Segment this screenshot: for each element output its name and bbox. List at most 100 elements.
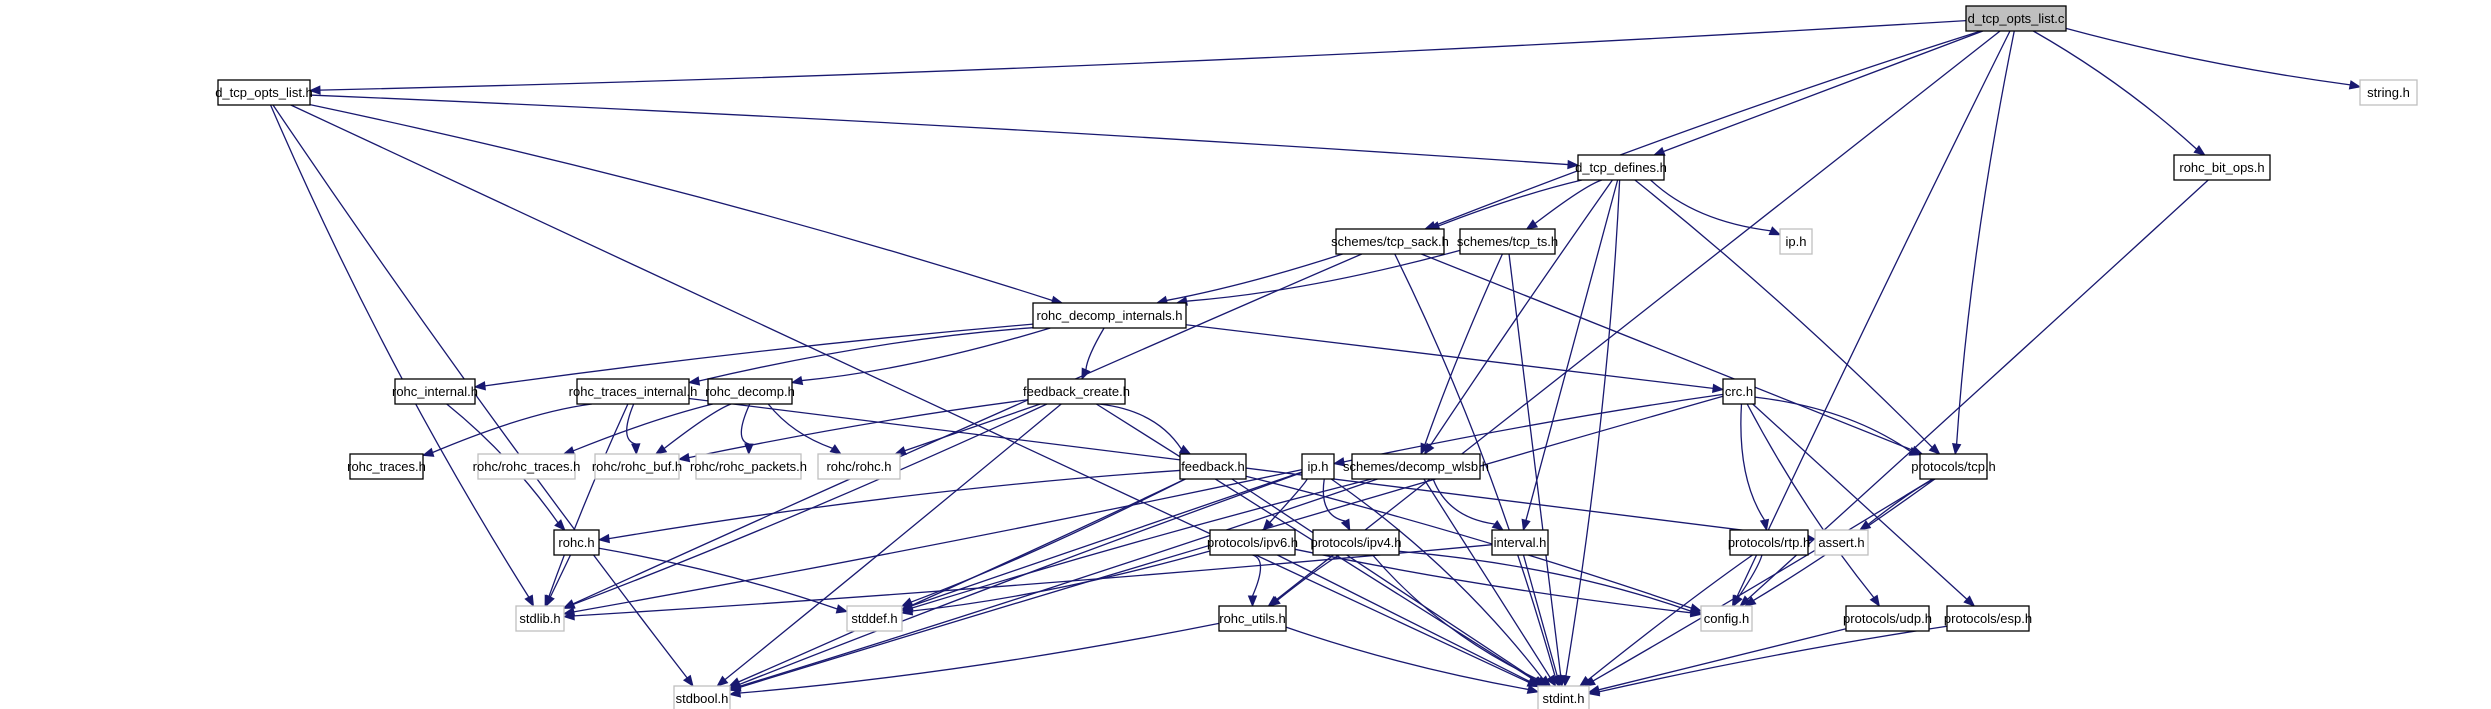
edge-decint_h-to-rint_h [484, 323, 1034, 387]
node-utils-h[interactable]: rohc_utils.h [1218, 605, 1287, 632]
node-label: protocols/ipv4.h [1310, 535, 1401, 550]
edge-crc_h-to-tcp_h [1754, 396, 1911, 453]
edge-fbc_h-to-stdbool_h [724, 403, 1062, 681]
node-box [515, 605, 565, 632]
edge-wlsb_h-to-stdbool_h [739, 478, 1378, 687]
arrowhead-icon [687, 376, 701, 386]
node-label: rohc_bit_ops.h [2179, 160, 2264, 175]
node-rdec-h[interactable]: rohc_decomp.h [705, 378, 795, 405]
node-crc-h[interactable]: crc.h [1722, 378, 1756, 405]
edge-udp_h-to-stdint_h [1598, 628, 1847, 691]
edge-ts_h-to-wlsb_h [1424, 253, 1504, 445]
arrowhead-icon [562, 599, 576, 609]
node-rtint-h[interactable]: rohc_traces_internal.h [569, 378, 698, 405]
edge-sack_h-to-stdlib_h [572, 253, 1363, 605]
edge-rohc_h-to-stddef_h [598, 547, 838, 610]
edge-ip_h-to-stdlib_h [573, 468, 1303, 613]
node-label: schemes/decomp_wlsb.h [1343, 459, 1489, 474]
node-label: feedback_create.h [1023, 384, 1130, 399]
arrowhead-icon [835, 604, 849, 614]
arrowhead-icon [1332, 457, 1346, 467]
node-tcp-h[interactable]: protocols/tcp.h [1911, 453, 1996, 480]
node-rtr-h[interactable]: rohc_traces.h [347, 453, 426, 480]
arrowhead-icon [728, 681, 742, 691]
node-root[interactable]: d_tcp_opts_list.c [1965, 5, 2067, 32]
node-rint-h[interactable]: rohc_internal.h [392, 378, 478, 405]
arrowhead-icon [1732, 594, 1743, 608]
node-assert-h: assert.h [1814, 529, 1869, 556]
arrowhead-icon [1262, 518, 1274, 532]
arrowhead-icon [682, 674, 694, 688]
node-label: rohc_decomp_internals.h [1037, 308, 1183, 323]
edge-crc_h-to-esp_h [1752, 403, 1968, 600]
arrowhead-icon [1578, 675, 1592, 687]
edge-root-to-defines_h [1663, 30, 1984, 153]
node-box [477, 453, 576, 480]
node-box [846, 605, 903, 632]
node-ip-h[interactable]: ip.h [1301, 453, 1335, 480]
node-rbuf-h: rohc/rohc_buf.h [592, 453, 682, 480]
node-bitops-h[interactable]: rohc_bit_ops.h [2173, 154, 2271, 181]
edge-ipv6_h-to-stddef_h [911, 550, 1211, 612]
node-esp-h[interactable]: protocols/esp.h [1944, 605, 2032, 632]
arrowhead-icon [1527, 677, 1540, 687]
node-label: protocols/esp.h [1944, 611, 2032, 626]
node-defines-h[interactable]: d_tcp_defines.h [1575, 154, 1667, 181]
node-label: d_tcp_opts_list.h [215, 85, 313, 100]
node-label: stddef.h [851, 611, 897, 626]
edge-wlsb_h-to-stddef_h [911, 478, 1372, 609]
node-label: protocols/ipv6.h [1207, 535, 1298, 550]
arrowhead-icon [1768, 226, 1782, 236]
arrowhead-icon [1525, 219, 1539, 230]
arrowhead-icon [1759, 518, 1770, 532]
node-box [576, 378, 690, 405]
arrowhead-icon [1908, 446, 1922, 456]
arrowhead-icon [1526, 684, 1540, 694]
node-label: ip.h [1786, 234, 1807, 249]
arrowhead-icon [1652, 146, 1666, 156]
edge-rtint_h-to-assert_h [688, 397, 1806, 539]
arrowhead-icon [790, 375, 804, 386]
edge-defines_h-to-tcp_h [1634, 179, 1933, 448]
edge-ip_h-to-stdint_h [1330, 478, 1544, 680]
node-fbc-h[interactable]: feedback_create.h [1023, 378, 1130, 405]
node-wlsb-h[interactable]: schemes/decomp_wlsb.h [1343, 453, 1489, 480]
edge-sack_h-to-tcp_h [1421, 253, 1914, 451]
node-decint-h[interactable]: rohc_decomp_internals.h [1032, 302, 1187, 329]
node-box [1537, 685, 1590, 709]
node-label: rohc/rohc_traces.h [473, 459, 581, 474]
edge-opts_h-to-stdbool_h [272, 104, 688, 679]
arrowhead-icon [1689, 606, 1703, 616]
node-rohc-h[interactable]: rohc.h [553, 529, 600, 556]
node-ts-h[interactable]: schemes/tcp_ts.h [1457, 228, 1558, 255]
node-sack-h[interactable]: schemes/tcp_sack.h [1331, 228, 1449, 255]
edge-crc_h-to-ip_h [1343, 393, 1724, 463]
node-label: rohc/rohc_buf.h [592, 459, 682, 474]
arrowhead-icon [524, 594, 535, 608]
node-rpk-h: rohc/rohc_packets.h [690, 453, 807, 480]
node-stdlib-h: stdlib.h [515, 605, 565, 632]
edge-root-to-opts_h [319, 19, 1967, 91]
edge-fb_h-to-stdint_h [1231, 478, 1537, 682]
node-opts-h[interactable]: d_tcp_opts_list.h [215, 79, 313, 106]
arrowhead-icon [1340, 518, 1351, 532]
edge-ipv4_h-to-stdint_h [1372, 554, 1540, 681]
node-ipv4-h[interactable]: protocols/ipv4.h [1310, 529, 1402, 556]
node-box [1919, 453, 1988, 480]
arrowhead-icon [2348, 80, 2362, 90]
node-ipx-h: ip.h [1779, 228, 1813, 255]
node-ipv6-h[interactable]: protocols/ipv6.h [1207, 529, 1298, 556]
node-label: interval.h [1494, 535, 1547, 550]
node-rtp-h[interactable]: protocols/rtp.h [1728, 529, 1810, 556]
node-fb-h[interactable]: feedback.h [1179, 453, 1247, 480]
node-stdint-h: stdint.h [1537, 685, 1590, 709]
edge-fb_h-to-config_h [1245, 475, 1692, 609]
node-udp-h[interactable]: protocols/udp.h [1843, 605, 1932, 632]
edge-decint_h-to-crc_h [1185, 324, 1714, 390]
arrowhead-icon [1712, 383, 1725, 394]
edge-ts_h-to-decint_h [1186, 249, 1461, 302]
node-label: schemes/tcp_ts.h [1457, 234, 1558, 249]
edge-defines_h-to-wlsb_h [1429, 179, 1613, 447]
edge-fbc_h-to-rbuf_h [688, 399, 1029, 459]
node-intv-h[interactable]: interval.h [1491, 529, 1549, 556]
